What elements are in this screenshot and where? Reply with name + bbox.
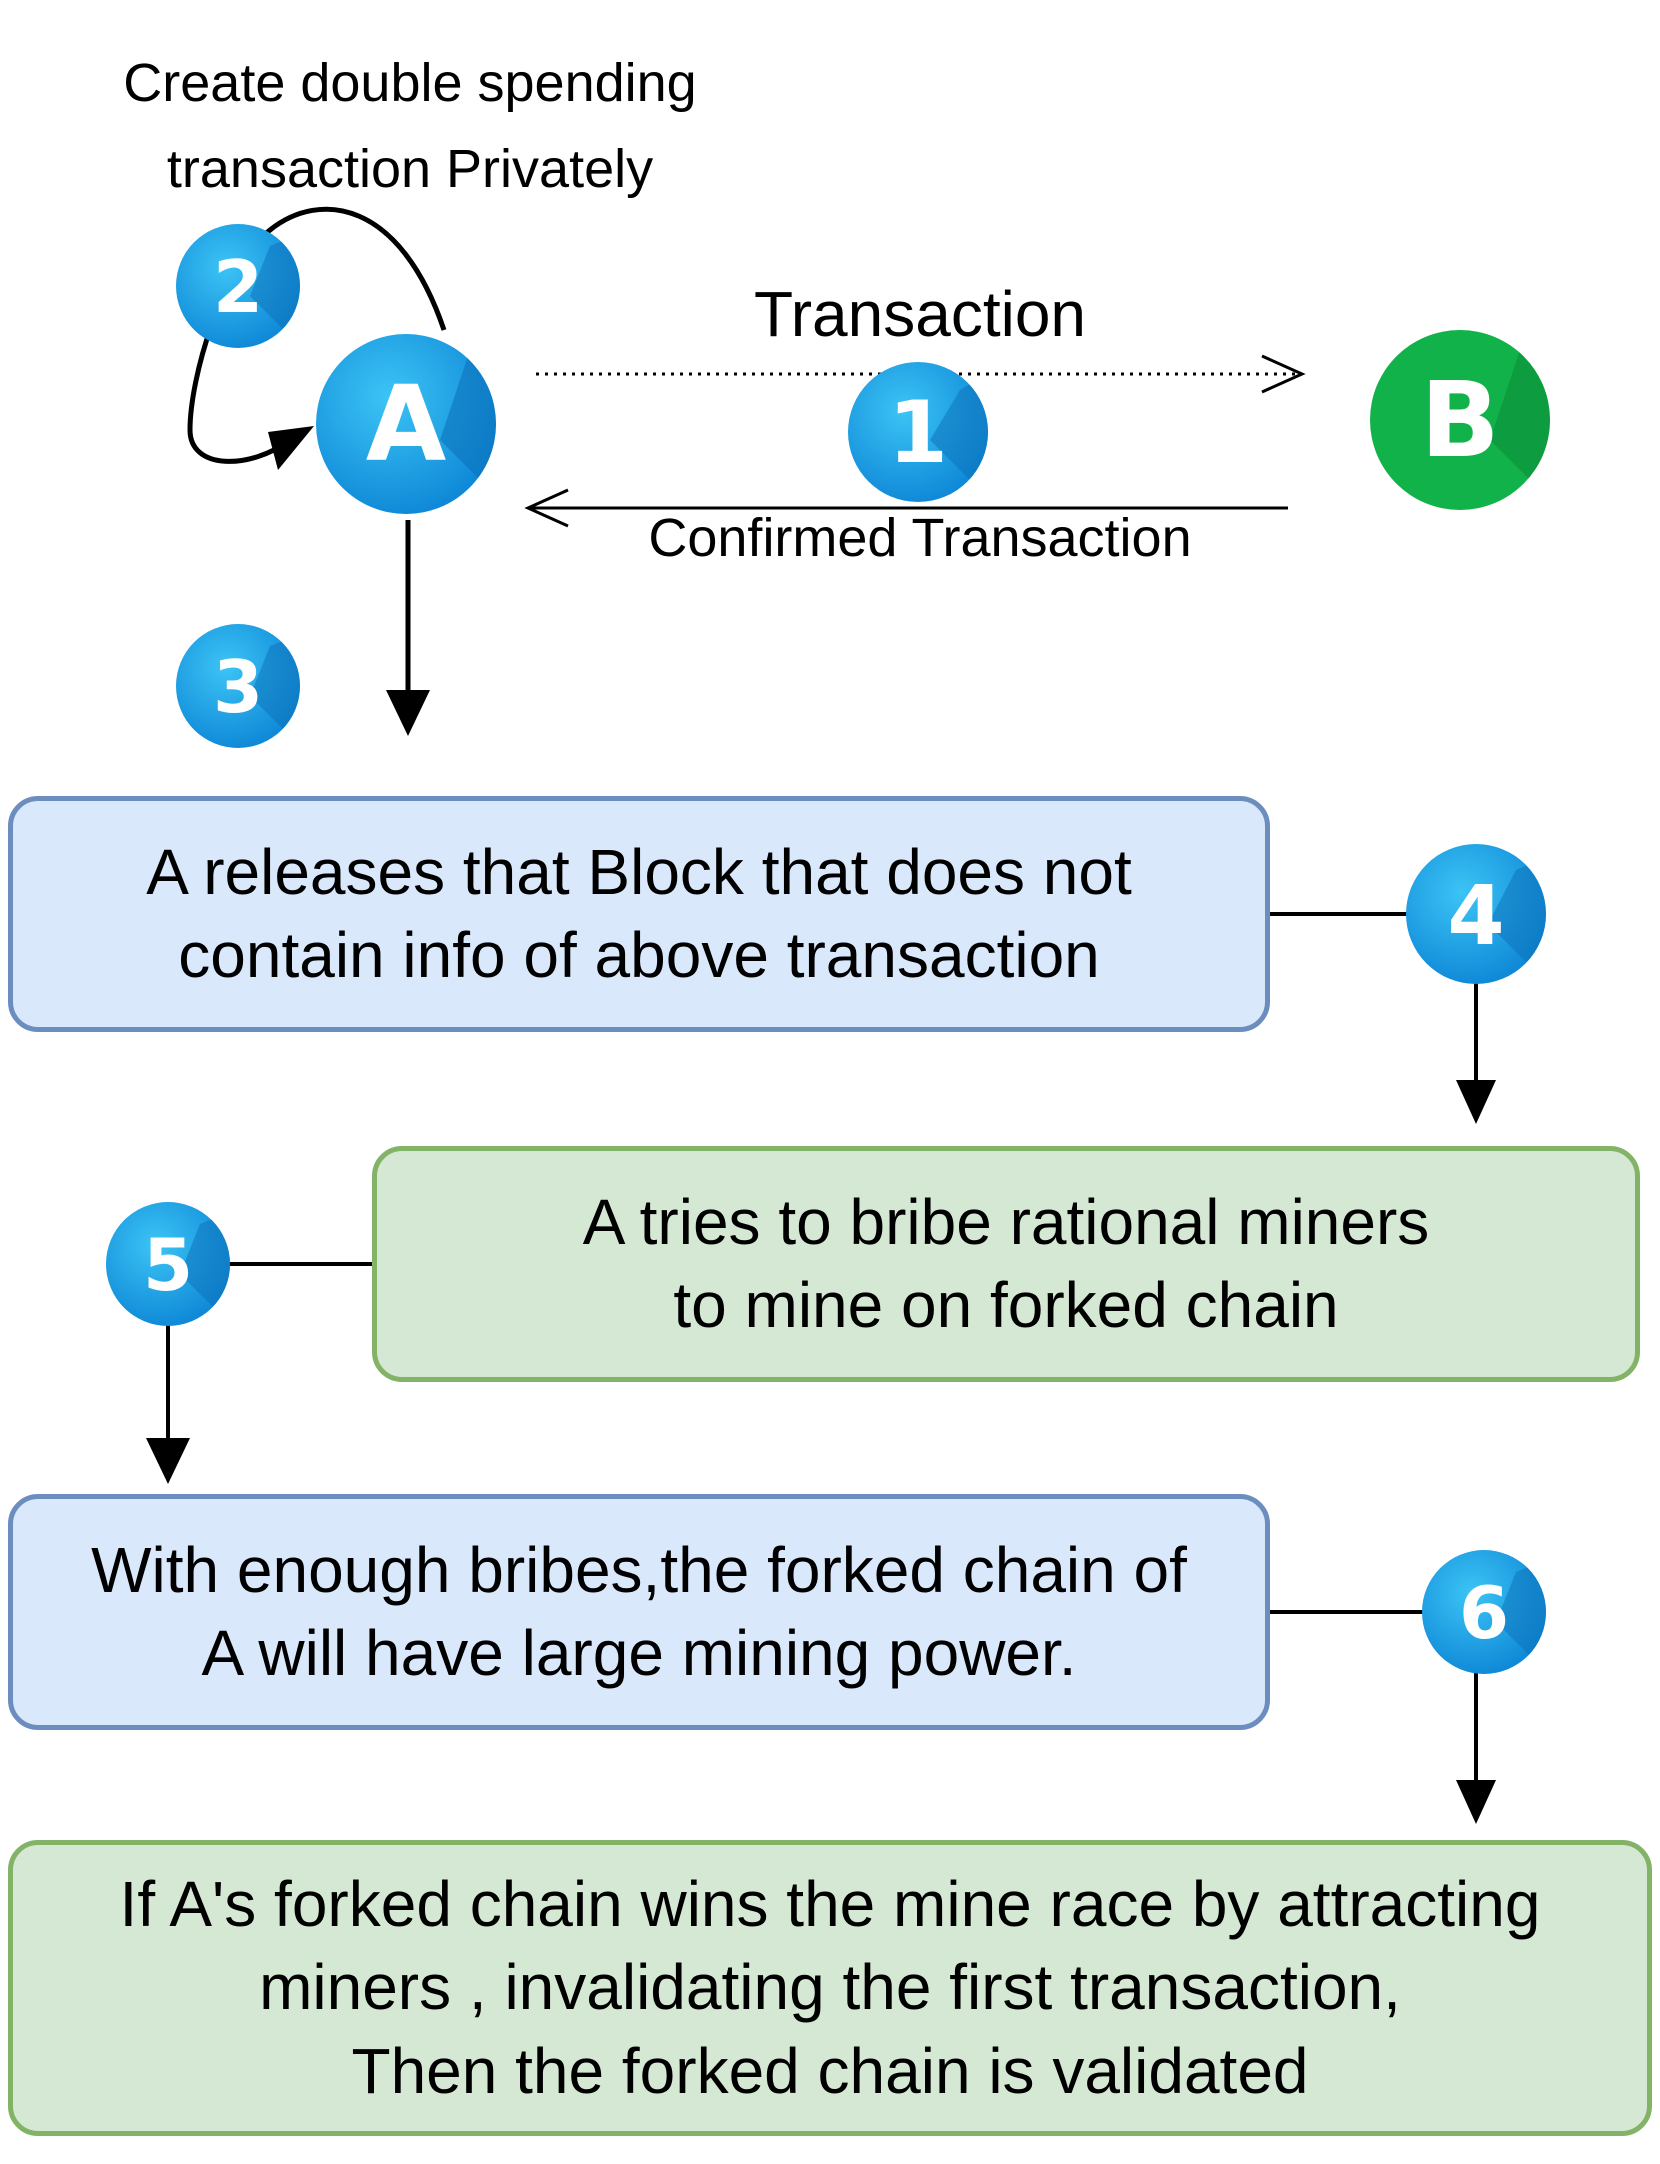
step-badge-1: 1 <box>848 362 988 502</box>
node-a-letter: A <box>366 363 447 485</box>
step-badge-6: 6 <box>1422 1550 1546 1674</box>
step-badge-5: 5 <box>106 1202 230 1326</box>
node-b-letter: B <box>1420 359 1499 481</box>
step6-box-text: With enough bribes,the forked chain of A… <box>91 1533 1187 1689</box>
step-number-4: 4 <box>1447 869 1504 964</box>
step4-box-text: A releases that Block that does not cont… <box>146 835 1132 991</box>
step-number-5: 5 <box>143 1223 193 1307</box>
step3-arrowhead <box>386 690 430 736</box>
step-number-1: 1 <box>888 383 948 483</box>
step-badge-2: 2 <box>176 224 300 348</box>
step5-arrowhead <box>146 1438 190 1484</box>
step5-box-bribe-miners: A tries to bribe rational miners to mine… <box>372 1146 1640 1382</box>
confirmed-transaction-label: Confirmed Transaction <box>648 508 1192 568</box>
self-loop-arrowhead <box>268 426 314 470</box>
step6-arrowhead <box>1456 1780 1496 1824</box>
step4-box-release-block: A releases that Block that does not cont… <box>8 796 1270 1032</box>
transaction-label: Transaction <box>754 278 1086 350</box>
transaction-arrowhead <box>1261 354 1306 394</box>
step-number-2: 2 <box>213 245 263 329</box>
node-b: B <box>1370 330 1550 510</box>
node-a: A <box>316 334 496 514</box>
step6-box-mining-power: With enough bribes,the forked chain of A… <box>8 1494 1270 1730</box>
step-badge-4: 4 <box>1406 844 1546 984</box>
step-number-3: 3 <box>213 645 263 729</box>
confirmed-arrowhead <box>524 488 569 528</box>
step4-arrowhead <box>1456 1080 1496 1124</box>
step5-box-text: A tries to bribe rational miners to mine… <box>582 1185 1430 1341</box>
step-badge-3: 3 <box>176 624 300 748</box>
step-number-6: 6 <box>1459 1571 1509 1655</box>
final-box-fork-validated: If A's forked chain wins the mine race b… <box>8 1840 1652 2136</box>
private-double-spend-note: Create double spending transaction Priva… <box>123 53 697 199</box>
final-box-text: If A's forked chain wins the mine race b… <box>119 1868 1541 2107</box>
